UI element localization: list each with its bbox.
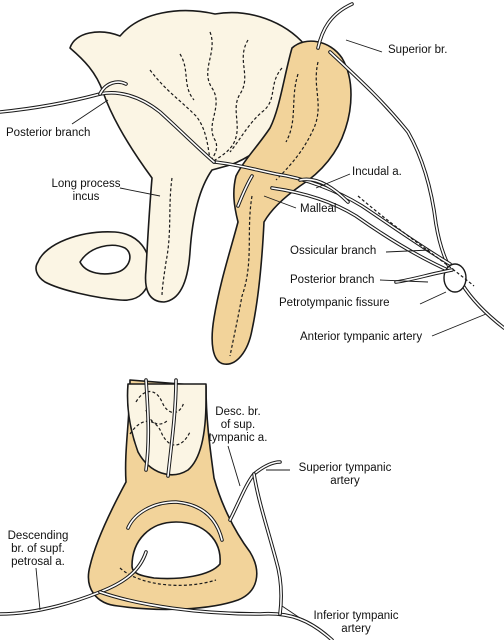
bottom-vessels (0, 460, 334, 640)
label-malleal: Malleal (300, 203, 337, 215)
label-desc-br-sup-tympanic: Desc. br. of sup. tympanic a. (198, 406, 278, 445)
malleus (211, 40, 352, 365)
label-incudal-a: Incudal a. (352, 166, 402, 178)
label-superior-br: Superior br. (388, 44, 448, 56)
label-inferior-tympanic-line-2: artery (341, 623, 371, 635)
fissure-dashed-line (357, 195, 475, 287)
label-petrotympanic-fissure: Petrotympanic fissure (279, 297, 390, 309)
label-descending-br-line-1: Descending (7, 530, 69, 542)
top-figure (0, 2, 504, 365)
top-leader-lines (71, 39, 487, 337)
label-superior-tympanic-artery: Superior tympanic artery (290, 462, 400, 488)
top-vessels (0, 2, 504, 330)
label-desc-br-line-2: of sup. (220, 419, 256, 431)
label-posterior-branch-right: Posterior branch (290, 274, 375, 286)
label-inferior-tympanic-line-1: Inferior tympanic (313, 610, 399, 622)
label-ossicular-branch: Ossicular branch (290, 245, 377, 257)
label-descending-br-line-3: petrosal a. (11, 556, 65, 568)
label-long-process-incus: Long process incus (50, 178, 122, 204)
label-desc-br-line-1: Desc. br. (215, 406, 261, 418)
bottom-vessel-net (119, 378, 217, 586)
label-superior-tympanic-line-1: Superior tympanic (298, 462, 392, 474)
bottom-leader-lines (35, 445, 301, 619)
incus (69, 9, 313, 303)
label-posterior-branch-left: Posterior branch (6, 127, 91, 139)
label-long-process-line-2: incus (72, 191, 100, 203)
stapes-ring (35, 231, 151, 301)
label-inferior-tympanic-artery: Inferior tympanic artery (300, 610, 412, 636)
bottom-figure (0, 378, 334, 640)
label-long-process-line-1: Long process (51, 178, 121, 190)
label-superior-tympanic-line-2: artery (330, 475, 360, 487)
label-descending-br-line-2: br. of supf. (11, 543, 65, 555)
label-desc-br-line-3: tympanic a. (208, 432, 268, 444)
label-descending-br-supf-petrosal: Descending br. of supf. petrosal a. (2, 530, 74, 569)
label-anterior-tympanic-artery: Anterior tympanic artery (300, 331, 423, 343)
